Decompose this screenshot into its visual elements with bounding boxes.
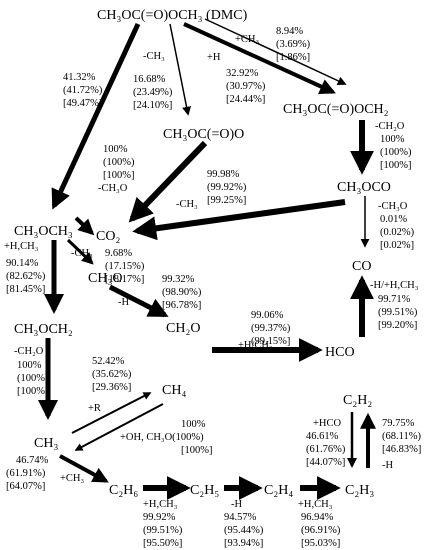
reagent-ch3o-to-ch2o: -H [118,297,129,308]
label-hco-to-co: 99.71% (99.51%) [99.20%] [378,294,420,331]
reagent-c2h4-to-c2h3: +H,CH₃ [298,499,333,510]
label-c2h5-to-c2h4: 94.57% (95.44%) [93.94%] [224,512,266,549]
arrow-ch3-to-ch4 [71,392,152,434]
reagent-ch3oco-to-co2: -CH₃ [176,199,198,210]
species-c2h4: C₂H₄ [264,483,293,498]
arrow-dmc-to-ch3ocooch2-ch3 [204,18,347,86]
species-ch3oco: CH₃OCO [337,180,391,195]
reagent-ch3ocooch2-to-ch3oco: -CH₂O [375,121,405,132]
label-ch3-to-c2h6: 46.74% (61.91%) [64.07%] [6,455,51,492]
reagent-ch3och3-to-ch3och2: +H,CH₃ [4,241,39,252]
reagent-ch3oco-to-co: -CH₃O [378,201,408,212]
arrow-ch3och3-to-co2 [74,216,95,236]
reagent-c2h2-to-c2h3: +HCO [313,418,342,429]
arrow-dmc-to-ch3ocooch2-h [183,22,336,94]
arrow-ch4-to-ch3 [74,403,164,451]
reagent-c2h3-to-c2h2: -H [382,460,393,471]
reagent-hco-to-co: -H/+H,CH₃ [370,280,419,291]
label-c2h3-to-c2h2: 79.75% (68.11%) [46.83%] [382,418,424,455]
arrow-ch3ocoo-to-co2 [128,140,208,223]
reagent-dmc-to-ch3ocooch2-ch3: +CH₃ [235,34,260,45]
species-c2h6: C₂H₆ [109,483,138,498]
species-ch3och3: CH₃OCH₃ [14,224,73,239]
reagent-dmc-to-ch3ocoo: -CH₃ [143,51,165,62]
species-ch3: CH₃ [34,436,58,451]
species-co2: CO₂ [96,229,120,244]
species-ch3ocoo: CH₃OC(=O)O [163,127,244,142]
label-dmc-to-ch3ocooch2-h: 32.92% (30.97%) [24.44%] [226,68,268,105]
arrow-dmc-to-ch3och3 [51,22,141,210]
species-dmc: CH₃OC(=O)OCH₃ (DMC) [97,8,248,23]
label-c2h4-to-c2h3: 96.94% (96.91%) [95.03%] [301,512,343,549]
species-ch2o: CH₂O [166,321,200,336]
reagent-ch3-to-ch4: +R [88,403,101,414]
label-ch2o-to-hco: 99.06% (99.37%) (99.15%] [251,310,293,347]
label-ch3och3-to-ch3o: 9.68% (17.15%) [18.17%] [105,248,147,285]
species-c2h2: C₂H₂ [343,393,372,408]
label-ch3oco-to-co: 0.01% (0.02%) [0.02%] [380,214,417,251]
label-ch3ocooch2-to-ch3oco: 100% (100%) [100%] [380,134,414,171]
label-ch3oco-to-co2: 99.98% (99.92%) [99.25%] [207,169,249,206]
arrow-ch3och3-to-ch3o [66,238,94,265]
arrow-ch3oco-to-co2 [132,199,346,241]
reagent-ch3-to-c2h6: +CH₃ [60,473,85,484]
label-dmc-to-ch3ocoo: 16.68% (23.49%) [24.10%] [133,74,175,111]
label-ch3o-to-ch2o: 99.32% (98.90%) [96.78%] [162,274,204,311]
arrow-dmc-to-ch3ocoo [169,23,192,116]
species-ch3och2: CH₃OCH₂ [14,322,73,337]
label-ch3och2-to-ch3: 100% (100%) [100%] [17,360,51,397]
reagent-dmc-to-ch3ocooch2-h: +H [207,52,221,63]
species-c2h3: C₂H₃ [345,483,374,498]
label-ch3ocoo-to-co2: 100% (100%) [100%] [103,144,137,181]
reagent-ch3och2-to-ch3: -CH₂O [14,346,44,357]
reagent-ch3ocoo-to-co2: -CH₃O [98,183,128,194]
reagent-ch2o-to-hco: +H/CH₃ [238,340,273,351]
reagent-ch3och3-to-ch3o: -CH₃ [71,248,93,259]
label-ch3-to-ch4: 52.42% (35.62%) [29.36%] [92,356,134,393]
label-ch4-to-ch3: 100% +OH, CH₃O(100%) [100%] [120,419,213,456]
species-co: CO [352,259,371,274]
label-c2h6-to-c2h5: 99.92% (99.51%) [95.50%] [143,512,185,549]
arrow-ch3-to-c2h6 [59,454,109,483]
species-ch3ocooch2: CH₃OC(=O)OCH₂ [283,102,389,117]
label-ch3och3-to-ch3och2: 90.14% (82.62%) [81.45%] [6,258,48,295]
arrow-ch3o-to-ch2o [108,284,169,318]
label-dmc-to-ch3ocooch2-ch3: 8.94% (3.69%) [1.86%] [276,26,313,63]
species-hco: HCO [325,345,355,360]
species-ch3o: CH₃O [88,271,122,286]
species-c2h5: C₂H₅ [190,483,219,498]
species-ch4: CH₄ [162,383,186,398]
reagent-c2h5-to-c2h4: -H [231,499,242,510]
reagent-c2h6-to-c2h5: +H,CH₃ [143,499,178,510]
label-dmc-to-ch3och3: 41.32% (41.72%) [49.47%] [63,72,105,109]
label-c2h2-to-c2h3: 46.61% (61.76%) [44.07%] [306,431,348,468]
